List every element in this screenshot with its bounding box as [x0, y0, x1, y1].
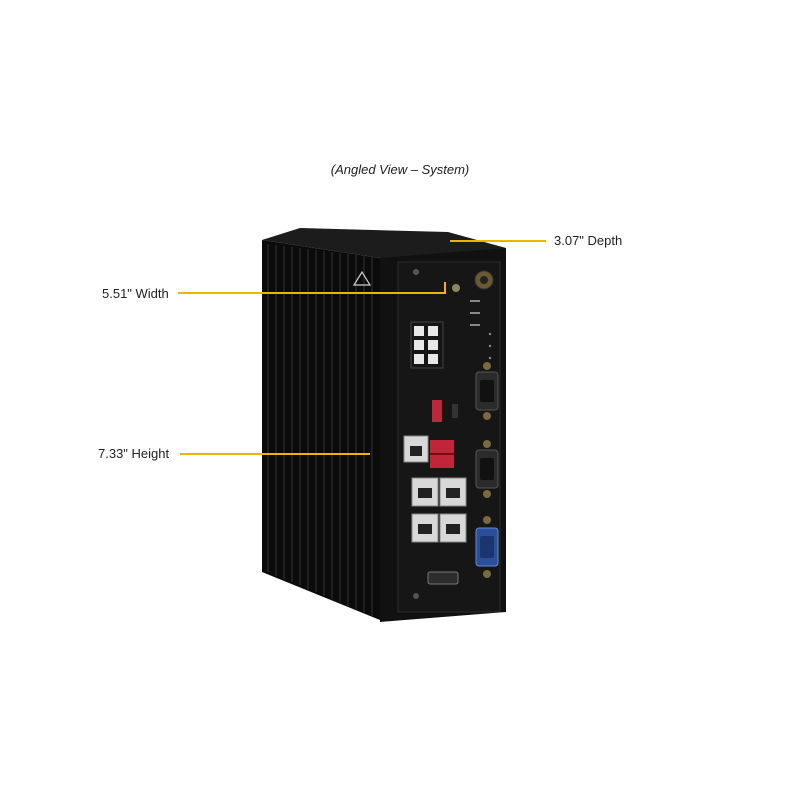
height-label: 7.33" Height	[98, 446, 170, 461]
com-port-3-blue	[475, 516, 499, 578]
heatsink-fins	[267, 244, 373, 616]
usb-port-c	[452, 404, 458, 418]
width-leader-tick	[444, 282, 446, 294]
height-leader-line	[180, 453, 370, 455]
usb-port-top	[432, 400, 442, 422]
terminal-block	[414, 326, 438, 364]
com-port-1	[475, 362, 499, 420]
width-label: 5.51" Width	[102, 286, 169, 301]
com-port-2	[475, 440, 499, 498]
hdmi-port	[427, 571, 459, 585]
width-leader-line	[178, 292, 446, 294]
warning-icon	[352, 270, 372, 286]
depth-label: 3.07" Depth	[554, 233, 623, 248]
view-caption: (Angled View – System)	[330, 162, 470, 177]
power-button-icon	[452, 284, 460, 292]
heatsink-side	[262, 240, 380, 620]
depth-leader-line	[450, 240, 546, 242]
led-indicators	[470, 300, 492, 360]
